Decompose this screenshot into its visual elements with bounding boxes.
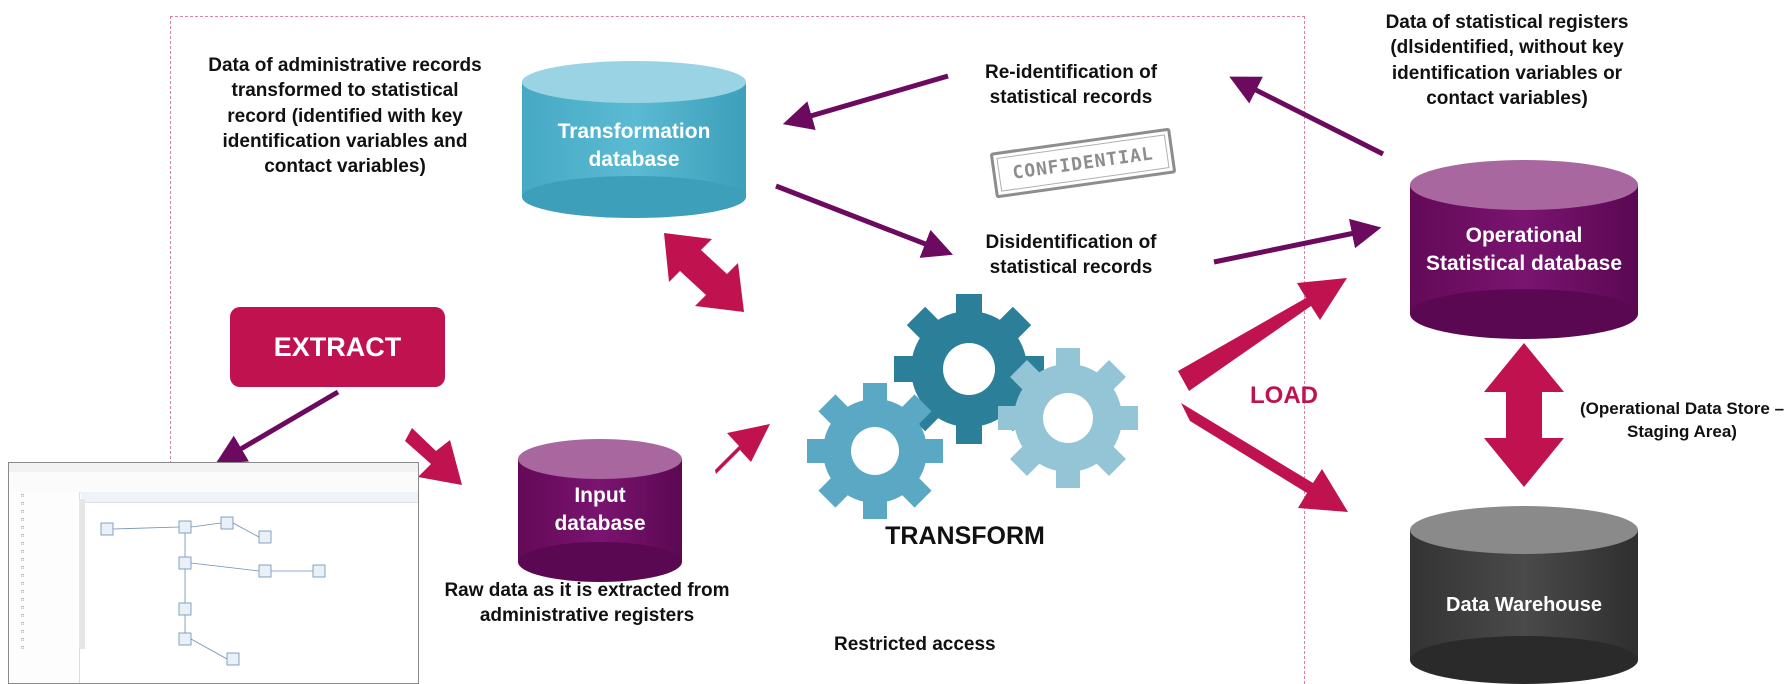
data-warehouse-cylinder: [1410, 506, 1638, 684]
data-warehouse-label: Data Warehouse: [1446, 594, 1602, 616]
load-to-operational-arrow: [1178, 278, 1347, 391]
transformation-double-arrow: [664, 233, 744, 312]
disidentification-arrow-out: [1213, 218, 1382, 265]
operational-database-label: Operational Statistical database: [1425, 224, 1623, 276]
thumbnail-toolbar: [9, 472, 418, 493]
ods-staging-description: (Operational Data Store – Staging Area): [1579, 399, 1785, 441]
input-to-transform-arrow: [715, 424, 770, 474]
extract-box: EXTRACT: [230, 307, 445, 387]
reidentification-label: Re-identification of statistical records: [984, 62, 1158, 109]
reidentification-arrow-left: [782, 73, 949, 131]
raw-data-description: Raw data as it is extracted from adminis…: [444, 580, 730, 627]
admin-records-description: Data of administrative records transform…: [208, 55, 482, 178]
restricted-access-region: [170, 16, 1305, 684]
input-database-label: Input database: [554, 484, 646, 536]
software-screenshot-thumbnail: □□□□ □□□□ □□□□ □□□□ □□□□: [8, 462, 419, 684]
operational-warehouse-double-arrow: [1484, 343, 1564, 487]
thumbnail-tabs: [81, 492, 418, 503]
thumbnail-workflow-canvas: [81, 503, 418, 683]
transformation-database-label: Transformation database: [557, 120, 711, 172]
operational-to-reidentification-arrow: [1229, 76, 1385, 157]
disidentification-arrow-in: [775, 183, 953, 258]
restricted-access-label: Restricted access: [834, 634, 996, 655]
input-database-cylinder: [518, 439, 682, 582]
gears-icon: [807, 294, 1138, 519]
thumbnail-scrollbar: [79, 499, 85, 649]
operational-database-cylinder: [1410, 160, 1638, 339]
extract-to-tool-arrow: [215, 389, 340, 464]
disidentification-label: Disidentification of statistical records: [985, 232, 1157, 279]
thumbnail-sidebar: □□□□ □□□□ □□□□ □□□□ □□□□: [9, 492, 80, 683]
transform-label: TRANSFORM: [885, 522, 1045, 550]
load-label: LOAD: [1250, 382, 1318, 409]
extract-to-input-arrow: [405, 428, 462, 485]
transformation-database-cylinder: [522, 61, 746, 218]
load-to-warehouse-arrow: [1181, 403, 1348, 512]
statistical-registers-description: Data of statistical registers (dlsidenti…: [1385, 12, 1629, 109]
